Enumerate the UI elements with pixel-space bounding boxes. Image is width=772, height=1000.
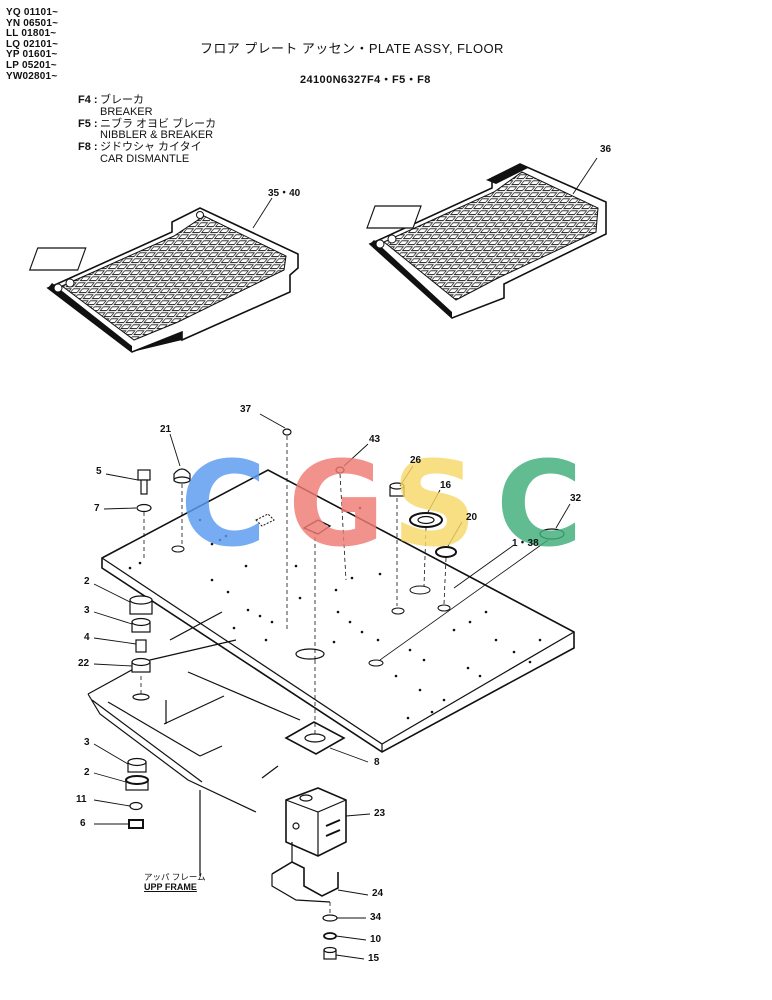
serial-range: YP 01601~	[6, 49, 58, 61]
callout-37: 37	[240, 404, 252, 415]
serial-range: YW02801~	[6, 70, 58, 82]
variant-en: BREAKER	[100, 105, 153, 118]
callout-32: 32	[570, 493, 582, 504]
callout-4: 4	[84, 632, 90, 643]
variant-jp: ブレーカ	[100, 94, 144, 106]
callout-16: 16	[440, 480, 452, 491]
floor-plate	[101, 469, 575, 753]
callout-2: 2	[84, 767, 90, 778]
callout-43: 43	[369, 434, 381, 445]
serial-range: LL 01801~	[6, 28, 57, 40]
callout-35-40: 35・40	[268, 188, 301, 199]
upper-frame-label-en: UPP FRAME	[144, 882, 197, 892]
variant-en: NIBBLER & BREAKER	[100, 129, 214, 142]
hardware-parts	[125, 428, 565, 960]
variant-jp: ジドウシャ カイタイ	[100, 141, 202, 154]
variant-list: F4 : ブレーカ BREAKER F5 : ニブラ オヨビ ブレーカ NIBB…	[78, 94, 217, 166]
callout-21: 21	[160, 424, 172, 435]
callout-11: 11	[76, 794, 87, 805]
callout-5: 5	[96, 466, 102, 477]
callout-6: 6	[80, 818, 86, 829]
serial-range: LQ 02101~	[6, 38, 59, 50]
watermark-letter: C	[180, 435, 267, 573]
variant-code: F4 :	[78, 94, 98, 106]
callout-26: 26	[410, 455, 422, 466]
variant-text: ブレーカ BREAKER	[100, 94, 153, 119]
page-title: フロア プレート アッセン・PLATE ASSY, FLOOR	[200, 41, 504, 56]
variant-en: CAR DISMANTLE	[100, 152, 190, 165]
callout-10: 10	[370, 934, 382, 945]
variant-text: ジドウシャ カイタイ CAR DISMANTLE	[100, 141, 202, 166]
callout-36: 36	[600, 144, 612, 155]
upper-frame	[87, 611, 301, 876]
serial-range: LP 05201~	[6, 59, 57, 71]
callout-24: 24	[372, 888, 384, 899]
callout-8: 8	[374, 757, 380, 768]
callout-23: 23	[374, 808, 386, 819]
upper-frame-label-jp: アッパ フレーム	[144, 872, 206, 882]
upper-frame-label: アッパ フレーム UPP FRAME	[144, 872, 206, 892]
variant-item: F4 : ブレーカ BREAKER	[78, 94, 216, 119]
serial-range-list: YQ 01101~ YN 06501~ LL 01801~ LQ 02101~ …	[6, 7, 59, 82]
variant-code: F5 :	[78, 117, 98, 130]
variant-jp: ニブラ オヨビ ブレーカ	[100, 117, 217, 130]
floor-mat-36	[366, 157, 607, 319]
serial-range: YN 06501~	[6, 17, 59, 29]
variant-item: F8 : ジドウシャ カイタイ CAR DISMANTLE	[78, 141, 216, 166]
callout-3: 3	[84, 737, 90, 748]
variant-item: F5 : ニブラ オヨビ ブレーカ NIBBLER & BREAKER	[78, 117, 217, 143]
floor-mat-35-40	[28, 197, 299, 353]
callout-2: 2	[84, 576, 90, 587]
leader-lines	[93, 413, 571, 960]
cgsc-watermark: C G S C	[180, 435, 583, 573]
callout-7: 7	[94, 503, 100, 514]
variant-text: ニブラ オヨビ ブレーカ NIBBLER & BREAKER	[100, 117, 217, 143]
callout-20: 20	[466, 512, 478, 523]
part-number: 24100N6327F4・F5・F8	[300, 74, 431, 86]
callout-34: 34	[370, 912, 382, 923]
watermark-letter: G	[288, 435, 385, 573]
serial-range: YQ 01101~	[6, 7, 59, 18]
watermark-letter: C	[496, 435, 583, 573]
callout-15: 15	[368, 953, 380, 964]
callout-3: 3	[84, 605, 90, 616]
callout-1-38: 1・38	[512, 538, 539, 549]
callout-22: 22	[78, 658, 90, 669]
watermark-letter: S	[392, 435, 477, 573]
variant-code: F8 :	[78, 141, 98, 154]
